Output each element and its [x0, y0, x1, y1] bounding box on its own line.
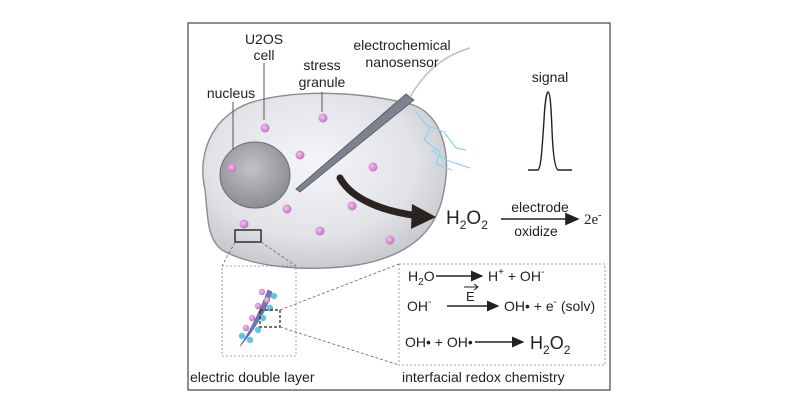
- label-electrons: 2e-: [584, 210, 602, 228]
- figure-frame: [187, 22, 611, 391]
- reaction-3-left: OH• + OH•: [405, 334, 473, 350]
- stress-granule: [282, 204, 292, 214]
- label-sensor-1: electrochemical: [353, 37, 450, 53]
- zoom-line-left: [221, 241, 236, 267]
- caption-redox: interfacial redox chemistry: [402, 369, 565, 385]
- edl-anion: [270, 292, 278, 300]
- edl-anion: [246, 336, 254, 344]
- nanosensor: [295, 93, 415, 193]
- edl-cation: [258, 288, 266, 296]
- label-cell-word: cell: [253, 47, 274, 63]
- redox-selection-box: [259, 309, 281, 328]
- zoom-line-top: [279, 263, 400, 311]
- label-cell-line: U2OS: [245, 31, 283, 47]
- label-granule: granule: [299, 74, 346, 90]
- production-arrow: [336, 174, 424, 220]
- stress-granule: [260, 123, 270, 133]
- stress-granule: [295, 150, 305, 160]
- signal-trace: [528, 91, 572, 171]
- label-nucleus: nucleus: [207, 85, 255, 101]
- edl-anion: [259, 314, 267, 322]
- label-stress: stress: [303, 57, 340, 73]
- sensor-wire: [409, 47, 471, 98]
- label-oxidize: oxidize: [514, 223, 558, 239]
- caption-edl: electric double layer: [190, 369, 315, 385]
- zoom-line-right: [260, 241, 297, 267]
- stress-granule: [239, 219, 249, 229]
- edl-sensor-tip: [239, 289, 273, 347]
- reaction-2-right: OH• + e- (solv): [504, 297, 595, 314]
- redox-zoom-box: [398, 263, 606, 366]
- edl-illustration: [238, 288, 278, 347]
- edl-selection-box: [234, 229, 262, 243]
- granule-in-nucleus: [228, 164, 236, 172]
- stress-granule: [368, 162, 378, 172]
- edl-anion: [238, 332, 246, 340]
- reaction-1-left: H2O: [408, 268, 435, 288]
- label-h2o2: H2O2: [446, 208, 488, 232]
- stress-granules: [239, 113, 395, 245]
- stress-granule: [385, 235, 395, 245]
- production-arrow-head: [411, 204, 436, 229]
- label-sensor-2: nanosensor: [365, 54, 439, 70]
- reaction-3-right: H2O2: [530, 333, 571, 357]
- reaction-1-right: H+ + OH-: [488, 267, 544, 284]
- stress-granule: [347, 201, 357, 211]
- edl-cation: [254, 302, 262, 310]
- reaction-2-left: OH-: [407, 297, 431, 314]
- stress-granule: [315, 226, 325, 236]
- cell-body: [202, 92, 448, 269]
- spark-glow: [415, 111, 471, 171]
- reaction-2-field: E: [466, 289, 475, 304]
- field-vector-head: [473, 283, 479, 291]
- edl-cation: [248, 314, 256, 322]
- edl-cation: [263, 296, 271, 304]
- label-signal: signal: [532, 69, 569, 85]
- label-electrode: electrode: [511, 199, 569, 215]
- edl-zoom-box: [221, 265, 297, 357]
- stress-granule: [318, 113, 328, 123]
- zoom-line-bottom: [279, 326, 400, 366]
- edl-anion: [254, 326, 262, 334]
- nucleus-shape: [219, 141, 291, 209]
- edl-cation: [242, 324, 250, 332]
